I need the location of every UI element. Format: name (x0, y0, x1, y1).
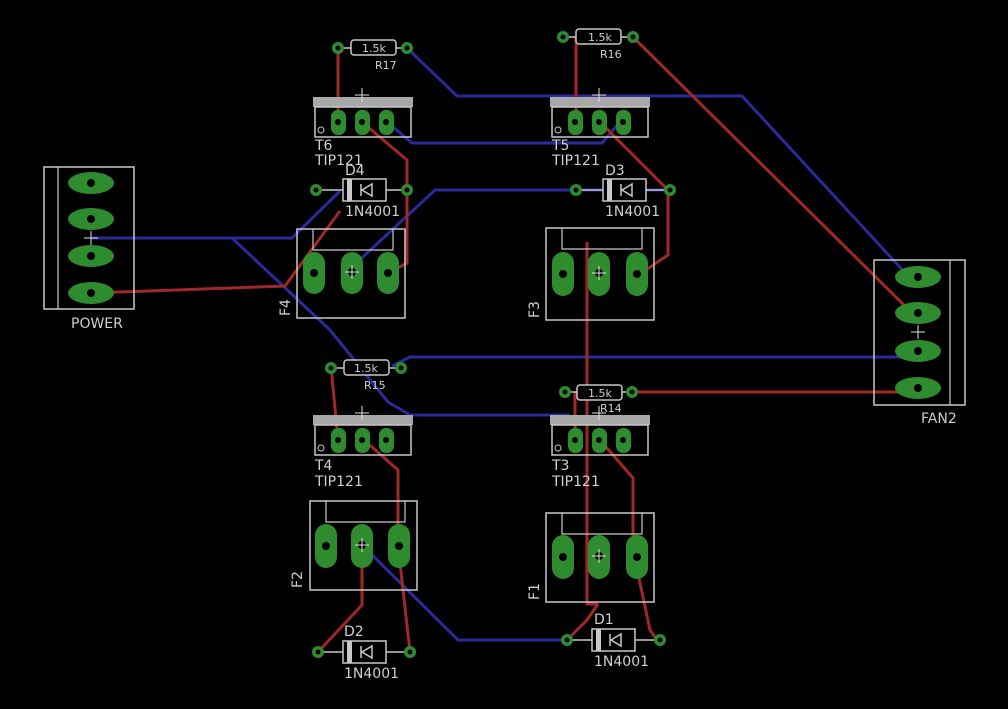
diode-body (591, 628, 636, 652)
resistor-body (350, 39, 397, 56)
diode-value: 1N4001 (605, 204, 660, 220)
resistor-r17[interactable]: 1.5k R17 (332, 39, 413, 72)
transistor-ref: T5 (551, 138, 569, 154)
transistor-t3[interactable]: T3 TIP121 (550, 406, 650, 490)
resistor-r15[interactable]: 1.5k R15 (325, 359, 407, 392)
diode-ref: D2 (344, 624, 364, 640)
diode-value: 1N4001 (345, 204, 400, 220)
transistor-t6[interactable]: T6 TIP121 (313, 88, 413, 169)
diode-cathode-band (607, 179, 612, 201)
transistor-tab (550, 415, 650, 425)
fan-header-ref: F1 (527, 583, 543, 600)
transistor-ref: T3 (551, 458, 569, 474)
resistor-body (343, 359, 390, 376)
trace-r15-t4[interactable] (329, 365, 340, 441)
fan2-origin-cross (911, 325, 925, 339)
fan-header-f3[interactable]: F3 (527, 227, 655, 321)
resistor-ref: R14 (600, 402, 622, 415)
diode-cathode-band (347, 179, 352, 201)
diode-body (342, 640, 387, 664)
diode-ref: D3 (605, 163, 625, 179)
resistor-r16[interactable]: 1.5k R16 (557, 28, 639, 61)
transistor-t4[interactable]: T4 TIP121 (313, 406, 413, 490)
transistor-outline (551, 106, 649, 138)
power-connector[interactable]: POWER (43, 166, 135, 332)
resistor-value: 1.5k (588, 31, 612, 44)
fan-header-ref: F2 (290, 571, 306, 588)
transistor-value: TIP121 (551, 474, 600, 490)
transistor-t5[interactable]: T5 TIP121 (550, 88, 650, 169)
diode-cathode-band (596, 629, 601, 651)
trace-power-t6[interactable] (91, 189, 342, 240)
diode-ref: D1 (594, 612, 614, 628)
top-traces (90, 35, 915, 654)
diode-d1[interactable]: D1 1N4001 (561, 612, 666, 670)
transistor-value: TIP121 (551, 153, 600, 169)
diode-d4[interactable]: D4 1N4001 (310, 163, 413, 220)
trace-t3-f1[interactable] (598, 439, 635, 550)
diode-d2[interactable]: D2 1N4001 (312, 624, 416, 682)
trace-power-f4[interactable] (90, 210, 342, 295)
transistor-tab (313, 97, 413, 107)
fan2-connector[interactable]: FAN2 (873, 259, 966, 427)
fan2-outline (873, 259, 966, 406)
fan-header-f1[interactable]: F1 (527, 512, 655, 603)
transistor-outline (551, 424, 649, 456)
diode-value: 1N4001 (344, 666, 399, 682)
diode-body (602, 178, 647, 202)
transistor-ref: T6 (314, 138, 333, 154)
resistor-value: 1.5k (354, 362, 378, 375)
trace-t6-d4[interactable] (361, 120, 409, 190)
transistor-value: TIP121 (314, 153, 363, 169)
diode-d3[interactable]: D3 1N4001 (570, 163, 676, 220)
trace-d1-bus[interactable] (565, 603, 600, 642)
fan-header-ref: F4 (278, 299, 294, 316)
transistor-ref: T4 (314, 458, 333, 474)
fan2-label: FAN2 (921, 411, 957, 427)
resistor-body (575, 28, 622, 45)
trace-f2-d1[interactable] (360, 543, 567, 642)
diode-ref: D4 (345, 163, 365, 179)
fan-header-outline (309, 500, 418, 591)
transistor-outline (314, 424, 412, 456)
resistor-ref: R15 (364, 379, 386, 392)
fan-header-f2[interactable]: F2 (290, 500, 418, 591)
power-outline (43, 166, 135, 310)
power-label: POWER (71, 316, 123, 332)
resistor-ref: R17 (375, 59, 397, 72)
diode-value: 1N4001 (594, 654, 649, 670)
fan-header-f4[interactable]: F4 (278, 228, 406, 319)
trace-t4-f2[interactable] (363, 438, 400, 545)
resistor-ref: R16 (600, 48, 622, 61)
transistor-tab (550, 97, 650, 107)
power-origin-cross (84, 231, 98, 245)
trace-f3-bus[interactable] (585, 242, 598, 606)
trace-r16-fan2[interactable] (631, 35, 914, 315)
transistor-outline (314, 106, 412, 138)
fan-header-outline (545, 512, 655, 603)
fan-header-outline (296, 228, 406, 319)
fan-header-outline (545, 227, 655, 321)
transistor-tab (313, 415, 413, 425)
resistor-body (576, 384, 623, 401)
resistor-r14[interactable]: 1.5k R14 (559, 384, 638, 415)
trace-t5-d3[interactable] (598, 120, 670, 192)
resistor-value: 1.5k (362, 42, 386, 55)
diode-cathode-band (347, 641, 352, 663)
transistor-value: TIP121 (314, 474, 363, 490)
resistor-value: 1.5k (588, 387, 612, 400)
fan-header-ref: F3 (527, 301, 543, 318)
diode-body (342, 178, 387, 202)
